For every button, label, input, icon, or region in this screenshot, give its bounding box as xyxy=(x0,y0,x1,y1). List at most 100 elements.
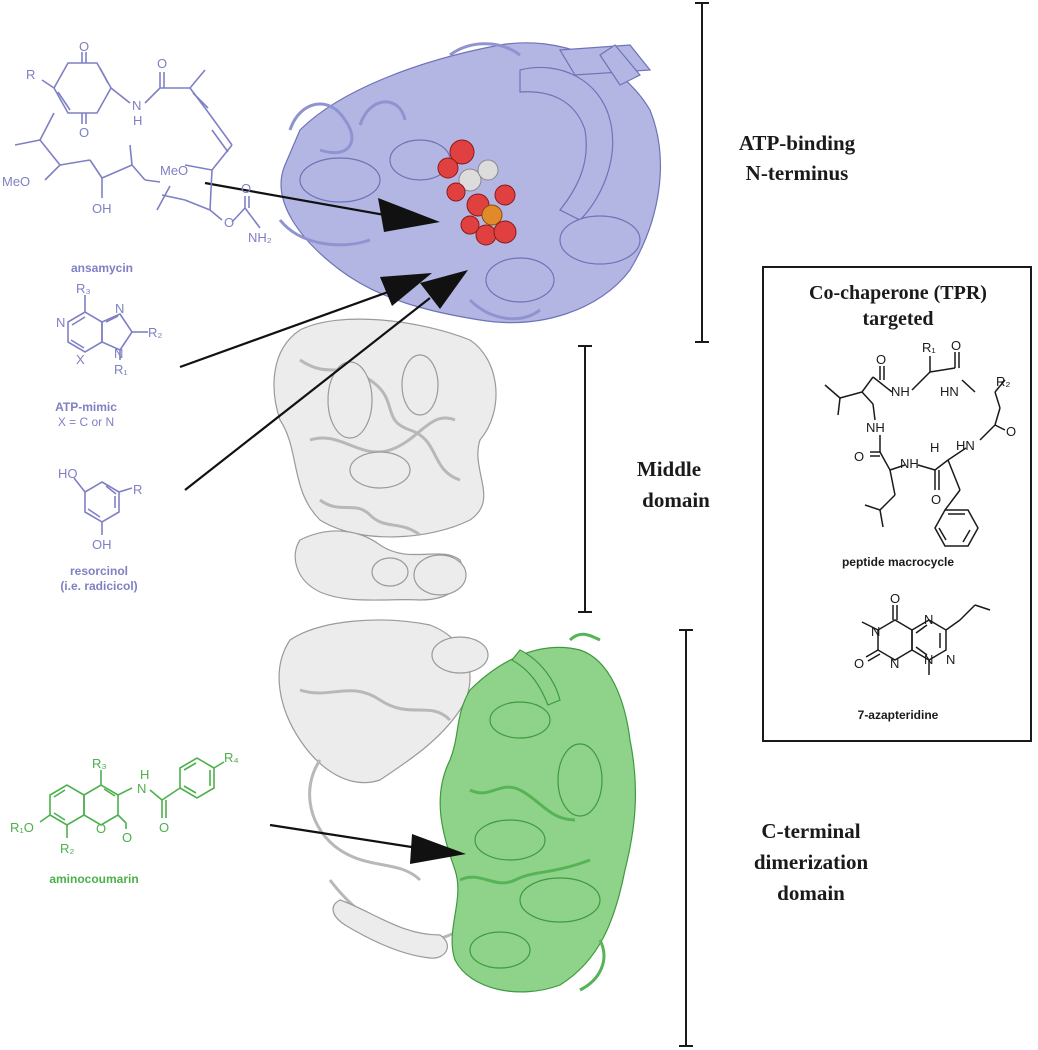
aminocoumarin-atom-r2: R₂ xyxy=(60,841,74,856)
ansamycin-atom-nh: N xyxy=(132,98,141,113)
resorcinol-arrow xyxy=(184,297,431,491)
aminocoumarin-atom-r1o: R₁O xyxy=(10,820,34,835)
cochaperone-panel: Co-chaperone (TPR) targeted xyxy=(762,266,1032,742)
ansamycin-structure xyxy=(14,52,261,229)
azapteridine-atom-n3: N xyxy=(924,612,933,627)
aminocoumarin-atom-n: N xyxy=(137,781,146,796)
peptide-atom-o4: O xyxy=(931,492,941,507)
atp-mimic-label: ATP-mimic xyxy=(55,400,117,414)
aminocoumarin-atom-h: H xyxy=(140,767,149,782)
atp-mimic-atoms: R₃ N X N N R₂ R₁ ATP-mimic X = C or N xyxy=(55,281,162,429)
azapteridine-atoms: O N O N N N N 7-azapteridine xyxy=(854,591,955,722)
ansamycin-atom-o-carbamate: O xyxy=(224,215,234,230)
peptide-atom-hn1: HN xyxy=(940,384,959,399)
ansamycin-arrowhead xyxy=(378,198,440,232)
atp-mimic-atom-n1: N xyxy=(56,315,65,330)
cochaperone-title-line1: Co-chaperone (TPR) xyxy=(809,282,987,304)
resorcinol-label: resorcinol xyxy=(70,564,128,578)
aminocoumarin-atom-r3: R₃ xyxy=(92,756,107,771)
aminocoumarin-label: aminocoumarin xyxy=(49,872,138,886)
peptide-atom-h: H xyxy=(930,440,939,455)
peptide-atom-nh1: NH xyxy=(891,384,910,399)
atp-mimic-atom-r1: R₁ xyxy=(114,362,128,377)
ansamycin-atom-meo-right: MeO xyxy=(160,163,188,178)
resorcinol-note: (i.e. radicicol) xyxy=(60,579,137,593)
peptide-macrocycle-structure xyxy=(824,352,1006,547)
n-terminus-label-line1: ATP-binding xyxy=(739,131,856,155)
aminocoumarin-arrowhead xyxy=(410,834,466,864)
atp-mimic-atom-n3: N xyxy=(114,346,123,361)
middle-domain-label-line1: Middle xyxy=(637,457,701,481)
middle-domain-label-line2: domain xyxy=(642,488,710,512)
peptide-atom-o3: O xyxy=(1006,424,1016,439)
peptide-atom-hn2: HN xyxy=(956,438,975,453)
azapteridine-atom-n1: N xyxy=(871,624,880,639)
atp-mimic-atom-x: X xyxy=(76,352,85,367)
peptide-atom-r1: R₁ xyxy=(922,340,936,355)
c-terminal-grey-region xyxy=(278,619,489,959)
atp-mimic-note: X = C or N xyxy=(58,415,114,429)
ansamycin-atom-o-amide: O xyxy=(157,56,167,71)
peptide-atom-nh3: NH xyxy=(866,420,885,435)
atp-mimic-atom-r3: R₃ xyxy=(76,281,91,296)
peptide-macrocycle-atoms: O NH R₁ O HN R₂ O HN H NH O O NH peptide… xyxy=(842,338,1016,569)
peptide-atom-o2: O xyxy=(951,338,961,353)
peptide-atom-r2: R₂ xyxy=(996,374,1010,389)
c-terminus-label-line1: C-terminal xyxy=(761,819,860,843)
resorcinol-atom-ho: HO xyxy=(58,466,78,481)
aminocoumarin-atom-o-amide: O xyxy=(159,820,169,835)
c-terminal-domain-ribbon xyxy=(439,632,637,993)
aminocoumarin-arrow xyxy=(269,823,419,850)
aminocoumarin-atom-r4: R₄ xyxy=(224,750,239,765)
aminocoumarin-atom-o-ring: O xyxy=(96,821,106,836)
ansamycin-atom-meo-left: MeO xyxy=(2,174,30,189)
azapteridine-atom-n5: N xyxy=(924,652,933,667)
ansamycin-atom-o-bottom: O xyxy=(79,125,89,140)
azapteridine-structure xyxy=(861,604,991,675)
cochaperone-title-line2: targeted xyxy=(862,308,933,330)
ansamycin-atom-oh: OH xyxy=(92,201,112,216)
peptide-atom-o5: O xyxy=(854,449,864,464)
azapteridine-atom-n4: N xyxy=(946,652,955,667)
atp-mimic-atom-r2: R₂ xyxy=(148,325,162,340)
aminocoumarin-atom-o-lactone: O xyxy=(122,830,132,845)
atp-mimic-arrow xyxy=(179,290,389,369)
cochaperone-panel-frame xyxy=(762,266,1032,742)
aminocoumarin-atoms: R₃ N H O R₄ O O R₁O R₂ aminocoumarin xyxy=(10,750,239,886)
resorcinol-atoms: HO R OH resorcinol (i.e. radicicol) xyxy=(58,466,142,593)
atp-mimic-arrowhead xyxy=(380,273,432,306)
azapteridine-atom-o2: O xyxy=(854,656,864,671)
peptide-atom-o1: O xyxy=(876,352,886,367)
c-terminus-label-line2: dimerization xyxy=(754,850,869,874)
c-terminus-bracket xyxy=(679,629,693,1047)
atp-mimic-structure xyxy=(67,295,148,360)
aminocoumarin-structure xyxy=(39,757,225,838)
ansamycin-atom-o-carbonyl: O xyxy=(241,181,251,196)
binding-site-arrows xyxy=(179,181,468,864)
ansamycin-label: ansamycin xyxy=(71,261,133,275)
azapteridine-atom-n2: N xyxy=(890,656,899,671)
bound-atp-ligand xyxy=(437,139,517,246)
resorcinol-atom-oh: OH xyxy=(92,537,112,552)
peptide-macrocycle-label: peptide macrocycle xyxy=(842,555,954,569)
n-terminus-bracket xyxy=(695,2,709,343)
atp-mimic-atom-n2: N xyxy=(115,301,124,316)
ansamycin-atoms: R O O N H O MeO OH MeO O O NH₂ ansamycin xyxy=(2,39,272,275)
peptide-atom-nh2: NH xyxy=(900,456,919,471)
hsp90-protein-structure xyxy=(273,42,662,993)
azapteridine-label: 7-azapteridine xyxy=(858,708,939,722)
ansamycin-atom-r: R xyxy=(26,67,35,82)
ansamycin-atom-h: H xyxy=(133,113,142,128)
n-terminus-label-line2: N-terminus xyxy=(746,161,849,185)
azapteridine-atom-o1: O xyxy=(890,591,900,606)
ansamycin-arrow xyxy=(204,181,386,217)
resorcinol-atom-r: R xyxy=(133,482,142,497)
ansamycin-atom-nh2: NH₂ xyxy=(248,230,272,245)
middle-domain-ribbon xyxy=(273,318,497,601)
resorcinol-arrowhead xyxy=(420,270,468,309)
c-terminus-label-line3: domain xyxy=(777,881,845,905)
ansamycin-atom-o-top: O xyxy=(79,39,89,54)
resorcinol-structure xyxy=(73,477,133,535)
middle-domain-bracket xyxy=(578,345,592,613)
